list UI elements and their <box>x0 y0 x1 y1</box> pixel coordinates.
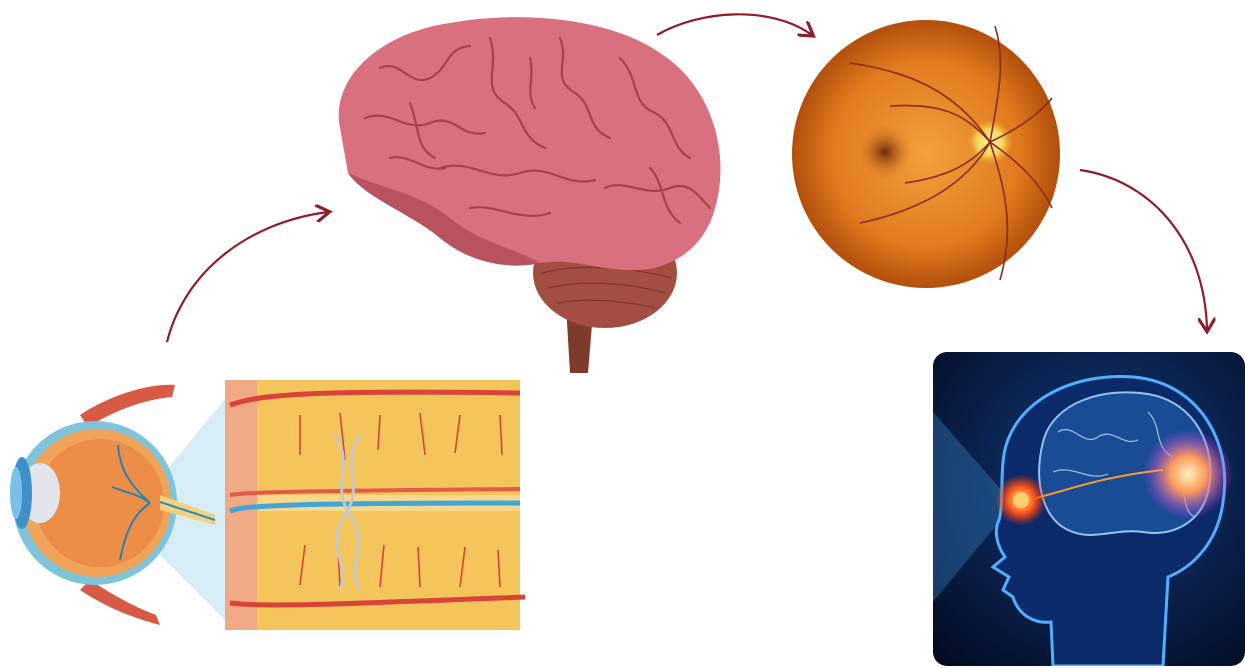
retina-fundus-photo <box>790 18 1065 290</box>
eye-optic-nerve-illustration <box>0 375 540 640</box>
arrow-retina-to-head <box>1080 170 1207 330</box>
arrow-eye-to-brain <box>167 212 328 342</box>
brain-illustration <box>320 8 740 378</box>
head-visual-pathway-illustration <box>933 352 1245 666</box>
